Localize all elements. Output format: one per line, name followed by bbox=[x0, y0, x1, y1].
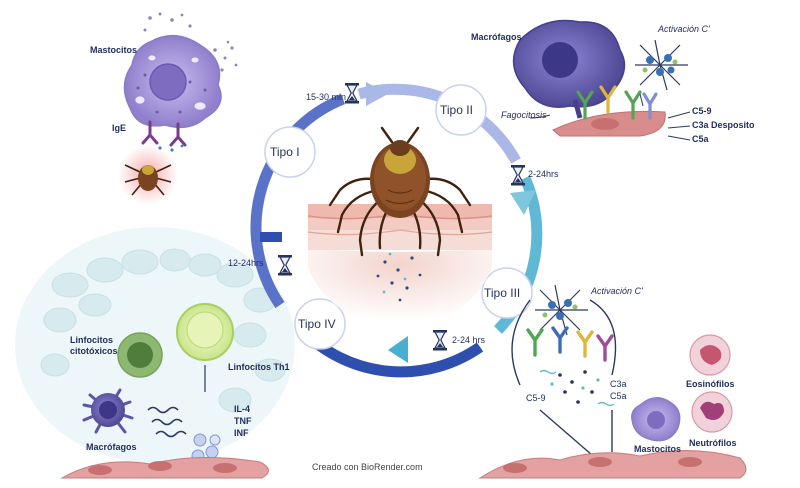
type3-c5a-label: C5a bbox=[610, 391, 627, 401]
type1-tick-bite bbox=[118, 145, 178, 205]
tick-icon bbox=[328, 126, 472, 257]
type2-activacion-label: Activación C' bbox=[658, 24, 710, 34]
type3-c59-label: C5-9 bbox=[526, 393, 546, 403]
type3-particles bbox=[539, 369, 615, 407]
credit-text: Creado con BioRender.com bbox=[312, 462, 423, 472]
timing-2-24hrs: 2-24hrs bbox=[528, 169, 559, 179]
type2-cell-surface bbox=[552, 110, 666, 137]
type-bubbles bbox=[264, 84, 533, 350]
type2-antibodies bbox=[576, 85, 658, 120]
type3-tissue bbox=[478, 449, 747, 479]
type2-c3a-label: C3a Desposito bbox=[692, 120, 755, 130]
type3-complement-complex bbox=[535, 284, 588, 336]
type4-linf-cito-label-2: citotóxicos bbox=[70, 346, 118, 356]
type4-il4-label: IL-4 bbox=[234, 404, 251, 414]
type1-mastocitos-label: Mastocitos bbox=[90, 45, 138, 55]
type2-c5a-label: C5a bbox=[692, 134, 709, 144]
hourglass-icon bbox=[278, 83, 525, 351]
type3-eosinophil bbox=[689, 334, 731, 376]
type3-neutrophil bbox=[691, 391, 733, 433]
type3-eosinofilos-label: Eosinófilos bbox=[686, 379, 735, 389]
type2-arrows bbox=[529, 93, 691, 141]
tipo-3-label: Tipo III bbox=[484, 286, 521, 300]
timing-12-24hrs: 12-24hrs bbox=[228, 258, 264, 268]
tipo-1-label: Tipo I bbox=[270, 145, 300, 159]
type4-tnf-label: TNF bbox=[234, 416, 252, 426]
type4-tissue bbox=[60, 456, 269, 479]
type2-fagocitosis-label: Fagocitosis bbox=[501, 110, 547, 120]
complement-complex-icon bbox=[635, 39, 688, 91]
type2-c59-label: C5-9 bbox=[692, 106, 712, 116]
type2-macrofagos-label: Macrófagos bbox=[471, 32, 522, 42]
type3-c3a-label: C3a bbox=[610, 379, 627, 389]
type3-mast-cell bbox=[631, 397, 681, 442]
type3-arrows bbox=[511, 299, 617, 456]
type4-linf-cito-label-1: Linfocitos bbox=[70, 335, 113, 345]
type2-macrophage bbox=[512, 19, 626, 119]
type4-cytokine-waves bbox=[147, 406, 187, 438]
type3-mastocitos-label: Mastocitos bbox=[634, 444, 682, 454]
type1-mast-cell bbox=[123, 12, 238, 152]
type4-inf-label: INF bbox=[234, 428, 249, 438]
type1-ige-label: IgE bbox=[112, 123, 127, 133]
type3-activacion-label: Activación C' bbox=[591, 286, 643, 296]
type3-immune-complex bbox=[526, 326, 614, 362]
tipo-4-label: Tipo IV bbox=[298, 317, 336, 331]
type4-linf-th1-label: Linfocitos Th1 bbox=[228, 362, 290, 372]
type4-macrofagos-label: Macrófagos bbox=[86, 442, 137, 452]
cycle-arrowheads bbox=[260, 82, 536, 363]
type4-th1-lymphocyte bbox=[176, 303, 234, 361]
type3-neutrofilos-label: Neutrófilos bbox=[689, 438, 737, 448]
tipo-2-label: Tipo II bbox=[440, 103, 473, 117]
type4-macrophage bbox=[82, 388, 134, 434]
timing-15-30-min: 15-30 min bbox=[306, 92, 347, 102]
type4-cytotoxic-lymphocyte bbox=[117, 332, 163, 378]
timing-2-24-hrs: 2-24 hrs bbox=[452, 335, 486, 345]
